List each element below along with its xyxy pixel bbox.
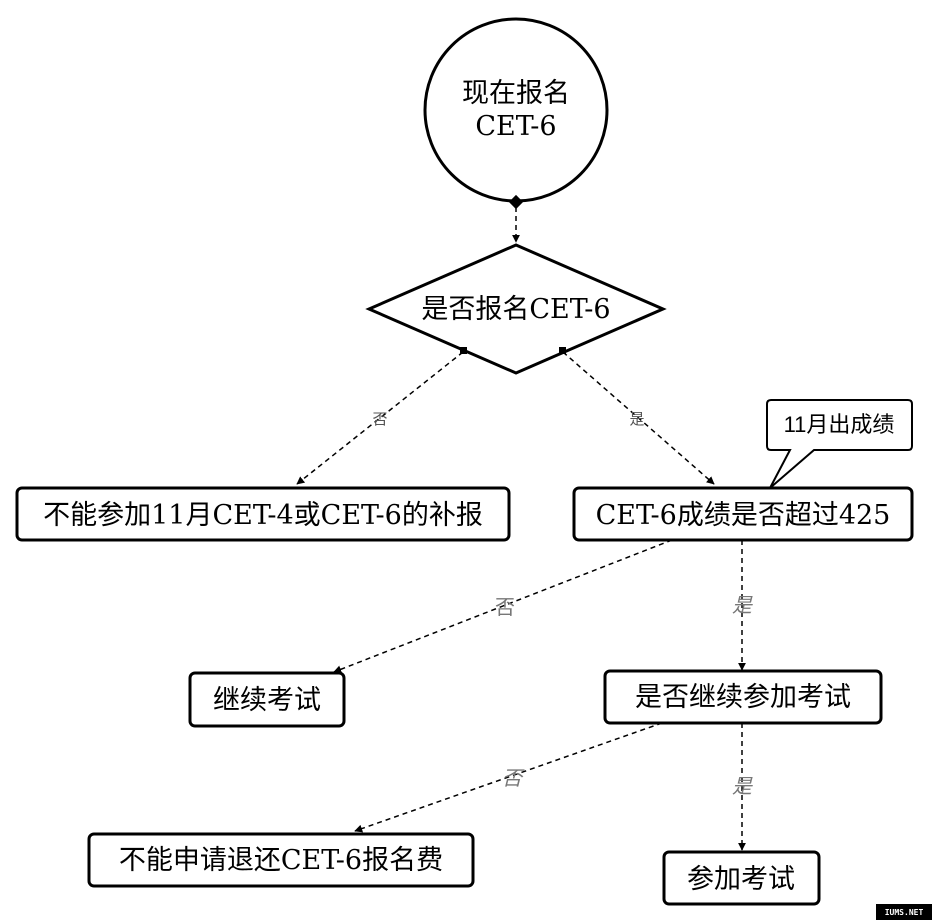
box-continue-decision: 是否继续参加考试 [603,669,883,725]
watermark-label: IUMS.NET [885,908,924,917]
box-continue-decision-label: 是否继续参加考试 [635,682,851,713]
decision-register-label: 是否报名CET-6 [421,294,610,325]
callout-results-in-november: 11月出成绩 [766,399,913,489]
edge-score-yes-label: 是 [732,593,753,617]
edge-start-to-register [508,194,524,243]
box-take-exam: 参加考试 [662,850,821,906]
box-no-refund-label: 不能申请退还CET-6报名费 [119,845,443,876]
edge-register-no-label: 否 [372,410,387,428]
watermark: IUMS.NET [876,904,932,920]
edge-register-yes: 是 [559,347,715,485]
start-node-line2: CET-6 [475,111,556,142]
edge-continue-no-label: 否 [502,766,525,790]
box-continue-study: 继续考试 [188,671,346,728]
start-node: 现在报名 CET-6 [423,17,609,203]
edge-register-no: 否 [296,347,467,485]
start-node-line1: 现在报名 [462,78,570,109]
decision-register: 是否报名CET-6 [365,243,667,375]
edge-register-yes-label: 是 [629,410,644,428]
box-score-decision-label: CET-6成绩是否超过425 [596,500,891,531]
box-score-decision: CET-6成绩是否超过425 [572,486,914,542]
box-no-makeup-label: 不能参加11月CET-4或CET-6的补报 [43,500,483,531]
box-no-makeup: 不能参加11月CET-4或CET-6的补报 [15,486,511,542]
edge-continue-yes-label: 是 [732,774,753,798]
box-continue-study-label: 继续考试 [213,685,321,716]
edge-score-no-label: 否 [495,595,515,619]
edge-score-yes: 是 [732,540,753,671]
callout-label: 11月出成绩 [784,412,895,437]
box-no-refund: 不能申请退还CET-6报名费 [87,832,475,888]
box-take-exam-label: 参加考试 [687,864,795,895]
edge-continue-no: 否 [354,722,663,833]
edge-score-no: 否 [333,539,673,674]
edge-continue-yes: 是 [732,723,753,851]
